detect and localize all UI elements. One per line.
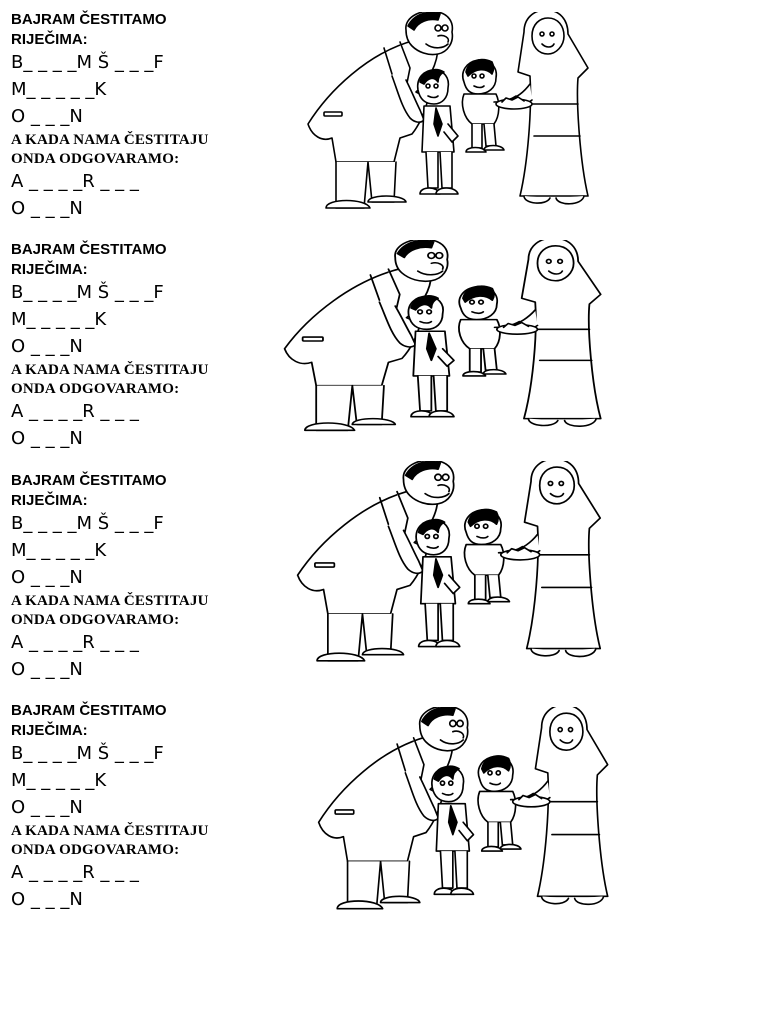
fill-in-puzzle: A _ _ _ _R _ _ _ — [11, 171, 139, 192]
reply-line: ONDA ODGOVARAMO: — [11, 842, 180, 858]
heading-line: RIJEČIMA: — [11, 31, 88, 48]
fill-in-puzzle: A _ _ _ _R _ _ _ — [11, 862, 139, 883]
fill-in-puzzle: O _ _ _N — [11, 428, 83, 449]
fill-in-puzzle: O _ _ _N — [11, 659, 83, 680]
fill-in-puzzle: A _ _ _ _R _ _ _ — [11, 401, 139, 422]
worksheet-section: BAJRAM ČESTITAMO RIJEČIMA: B_ _ _ _M Š _… — [0, 461, 768, 701]
fill-in-puzzle: B_ _ _ _M Š _ _ _F — [11, 282, 164, 303]
family-greeting-illustration — [288, 12, 598, 218]
fill-in-puzzle: O _ _ _N — [11, 797, 83, 818]
reply-line: A KADA NAMA ČESTITAJU — [11, 362, 209, 378]
fill-in-puzzle: M_ _ _ _ _K — [11, 540, 107, 561]
heading-line: RIJEČIMA: — [11, 722, 88, 739]
heading-line: BAJRAM ČESTITAMO — [11, 472, 167, 489]
section-text: BAJRAM ČESTITAMO RIJEČIMA: B_ _ _ _M Š _… — [11, 471, 271, 684]
fill-in-puzzle: B_ _ _ _M Š _ _ _F — [11, 743, 164, 764]
family-greeting-illustration — [276, 461, 611, 671]
heading-line: BAJRAM ČESTITAMO — [11, 702, 167, 719]
section-text: BAJRAM ČESTITAMO RIJEČIMA: B_ _ _ _M Š _… — [11, 240, 271, 453]
fill-in-puzzle: O _ _ _N — [11, 889, 83, 910]
fill-in-puzzle: O _ _ _N — [11, 106, 83, 127]
fill-in-puzzle: O _ _ _N — [11, 336, 83, 357]
family-greeting-illustration — [298, 707, 618, 919]
worksheet-section: BAJRAM ČESTITAMO RIJEČIMA: B_ _ _ _M Š _… — [0, 240, 768, 470]
reply-line: ONDA ODGOVARAMO: — [11, 381, 180, 397]
fill-in-puzzle: B_ _ _ _M Š _ _ _F — [11, 513, 164, 534]
reply-line: ONDA ODGOVARAMO: — [11, 612, 180, 628]
fill-in-puzzle: A _ _ _ _R _ _ _ — [11, 632, 139, 653]
reply-line: A KADA NAMA ČESTITAJU — [11, 132, 209, 148]
fill-in-puzzle: B_ _ _ _M Š _ _ _F — [11, 52, 164, 73]
reply-line: ONDA ODGOVARAMO: — [11, 151, 180, 167]
section-text: BAJRAM ČESTITAMO RIJEČIMA: B_ _ _ _M Š _… — [11, 10, 271, 223]
heading-line: BAJRAM ČESTITAMO — [11, 241, 167, 258]
fill-in-puzzle: M_ _ _ _ _K — [11, 770, 107, 791]
reply-line: A KADA NAMA ČESTITAJU — [11, 593, 209, 609]
heading-line: BAJRAM ČESTITAMO — [11, 11, 167, 28]
worksheet-section: BAJRAM ČESTITAMO RIJEČIMA: B_ _ _ _M Š _… — [0, 701, 768, 931]
fill-in-puzzle: M_ _ _ _ _K — [11, 309, 107, 330]
fill-in-puzzle: O _ _ _N — [11, 198, 83, 219]
heading-line: RIJEČIMA: — [11, 261, 88, 278]
fill-in-puzzle: M_ _ _ _ _K — [11, 79, 107, 100]
family-greeting-illustration — [262, 240, 612, 440]
section-text: BAJRAM ČESTITAMO RIJEČIMA: B_ _ _ _M Š _… — [11, 701, 271, 914]
reply-line: A KADA NAMA ČESTITAJU — [11, 823, 209, 839]
heading-line: RIJEČIMA: — [11, 492, 88, 509]
fill-in-puzzle: O _ _ _N — [11, 567, 83, 588]
worksheet-section: BAJRAM ČESTITAMO RIJEČIMA: B_ _ _ _M Š _… — [0, 10, 768, 240]
